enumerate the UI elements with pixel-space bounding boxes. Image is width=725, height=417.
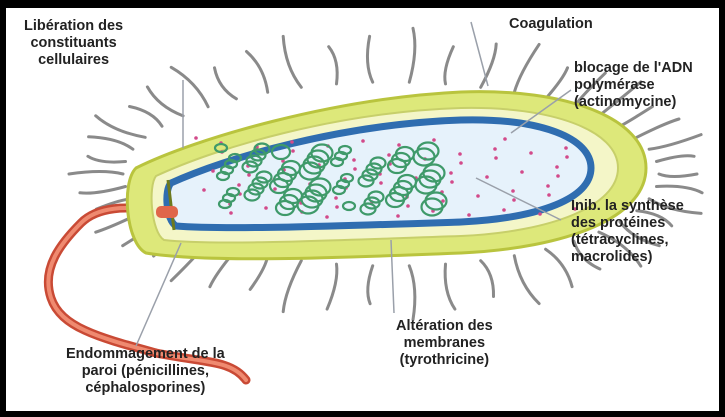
label-inhibition: Inib. la synthèse des protéines (tétracy… xyxy=(571,198,684,266)
ribosome xyxy=(273,187,277,191)
ribosome xyxy=(247,173,251,177)
ribosome xyxy=(565,155,569,159)
pilus xyxy=(130,107,163,127)
pilus xyxy=(367,36,372,82)
ribosome xyxy=(352,158,356,162)
ribosome xyxy=(335,205,339,209)
pilus xyxy=(69,172,123,175)
ribosome xyxy=(325,215,329,219)
pilus xyxy=(514,44,539,92)
pilus xyxy=(445,47,453,84)
pilus xyxy=(283,36,301,87)
ribosome xyxy=(397,143,401,147)
pilus xyxy=(546,249,573,287)
pilus xyxy=(659,174,697,177)
ribosome xyxy=(237,183,241,187)
pilus xyxy=(250,256,268,290)
ribosome xyxy=(387,153,391,157)
ribosome xyxy=(512,198,516,202)
pilus xyxy=(327,264,337,309)
pilus xyxy=(368,266,373,304)
pilus xyxy=(215,68,237,99)
pilus xyxy=(283,261,301,312)
ribosome xyxy=(502,208,506,212)
ribosome xyxy=(291,149,295,153)
pilus xyxy=(96,116,146,138)
ribosome xyxy=(450,180,454,184)
ribosome xyxy=(494,156,498,160)
pilus xyxy=(649,135,701,150)
ribosome xyxy=(529,151,533,155)
ribosome xyxy=(503,137,507,141)
pilus xyxy=(481,261,494,297)
ribosome xyxy=(538,212,542,216)
ribosome xyxy=(546,184,550,188)
ribosome xyxy=(432,138,436,142)
ribosome xyxy=(353,167,357,171)
ribosome xyxy=(202,188,206,192)
ribosome xyxy=(556,174,560,178)
ribosome xyxy=(406,204,410,208)
ribosome xyxy=(476,194,480,198)
pilus xyxy=(80,187,126,194)
ribosome xyxy=(547,193,551,197)
ribosome xyxy=(458,152,462,156)
diagram-panel: Libération des constituants cellulaires … xyxy=(6,8,719,411)
ribosome xyxy=(467,213,471,217)
ribosome xyxy=(229,211,233,215)
flagellum-base xyxy=(156,206,178,218)
label-endommagement: Endommagement de la paroi (pénicillines,… xyxy=(66,346,225,397)
pilus xyxy=(657,156,695,162)
pilus xyxy=(329,47,337,84)
ribosome xyxy=(194,136,198,140)
ribosome xyxy=(520,170,524,174)
ribosome xyxy=(564,146,568,150)
label-liberation: Libération des constituants cellulaires xyxy=(24,18,123,69)
pilus xyxy=(89,137,133,149)
pilus xyxy=(409,28,415,82)
ribosome xyxy=(459,161,463,165)
label-blocage: blocage de l'ADN polymérase (actinomycin… xyxy=(574,60,693,111)
pilus xyxy=(171,67,208,107)
ribosome xyxy=(511,189,515,193)
pilus xyxy=(637,119,679,137)
pilus xyxy=(514,256,539,304)
ribosome xyxy=(211,169,215,173)
ribosome xyxy=(290,140,294,144)
pilus xyxy=(247,52,268,93)
pilus xyxy=(147,87,183,116)
label-coagulation: Coagulation xyxy=(509,16,593,33)
pilus xyxy=(445,264,455,309)
ribosome xyxy=(396,214,400,218)
ribosome xyxy=(449,171,453,175)
ribosome xyxy=(264,206,268,210)
pilus xyxy=(657,186,703,193)
ribosome xyxy=(485,175,489,179)
ribosome xyxy=(361,139,365,143)
pilus xyxy=(88,156,126,162)
label-alteration: Altération des membranes (tyrothricine) xyxy=(396,318,493,369)
pilus xyxy=(409,266,415,320)
ribosome xyxy=(379,181,383,185)
ribosome xyxy=(493,147,497,151)
ribosome xyxy=(555,165,559,169)
ribosome xyxy=(334,196,338,200)
